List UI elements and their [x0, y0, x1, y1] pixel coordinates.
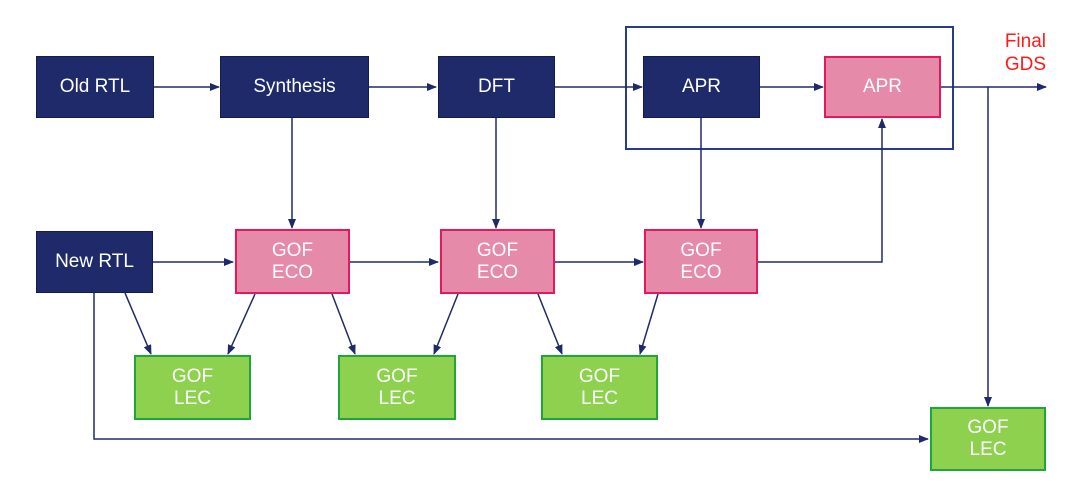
new-rtl-node: New RTL	[36, 231, 153, 293]
gof-lec-3-line-2: LEC	[581, 387, 618, 409]
arrow-newrtl-to-lec1	[124, 292, 152, 355]
final-gds-line-1: Final	[1004, 31, 1046, 52]
gof-eco-3-line-1: GOF	[680, 239, 722, 261]
final-gds-label: Final GDS	[992, 30, 1046, 76]
arrow-eco1-to-lec2	[331, 293, 356, 355]
apr-label-2: APR	[862, 76, 903, 97]
arrow-eco1-to-lec1	[227, 293, 256, 355]
arrow-eco2-to-lec3	[537, 293, 563, 355]
arrow-eco3-to-lec3	[638, 293, 659, 355]
new-rtl-label: New RTL	[55, 251, 134, 272]
synthesis-node: Synthesis	[220, 56, 369, 118]
gof-eco-node-1: GOF ECO	[235, 229, 350, 294]
gof-lec-4-line-1: GOF	[967, 417, 1009, 438]
gof-lec-node-4: GOF LEC	[930, 407, 1046, 471]
arrow-newrtl-to-lec4	[93, 293, 929, 443]
gof-eco-3-line-2: ECO	[680, 261, 722, 283]
gof-eco-node-3: GOF ECO	[644, 229, 758, 294]
dft-node: DFT	[438, 56, 555, 118]
apr-node-1: APR	[643, 56, 760, 118]
gof-lec-4-line-2: LEC	[969, 439, 1007, 460]
arrow-eco3-to-apr2	[758, 118, 886, 263]
gof-eco-2-line-1: GOF	[476, 239, 519, 261]
gof-lec-1-line-1: GOF	[171, 365, 214, 387]
dft-label: DFT	[478, 76, 515, 97]
gof-eco-node-2: GOF ECO	[440, 229, 555, 294]
old-rtl-node: Old RTL	[36, 56, 154, 118]
gof-lec-2-line-2: LEC	[378, 387, 416, 409]
apr-group-frame	[625, 26, 954, 150]
gof-lec-3-line-1: GOF	[578, 365, 621, 387]
apr-node-2: APR	[824, 56, 941, 118]
gof-eco-1-line-1: GOF	[271, 239, 314, 261]
arrow-eco2-to-lec2	[433, 293, 459, 355]
gof-lec-node-3: GOF LEC	[541, 355, 658, 420]
gof-eco-2-line-2: ECO	[476, 261, 519, 283]
synthesis-label: Synthesis	[253, 76, 336, 97]
gof-lec-1-line-2: LEC	[174, 387, 211, 409]
gof-lec-2-line-1: GOF	[376, 365, 418, 387]
old-rtl-label: Old RTL	[59, 76, 131, 97]
apr-label-1: APR	[681, 76, 722, 97]
gof-lec-node-2: GOF LEC	[338, 355, 456, 420]
gof-eco-1-line-2: ECO	[271, 261, 314, 283]
gof-lec-node-1: GOF LEC	[134, 355, 251, 420]
final-gds-line-2: GDS	[1004, 54, 1046, 75]
